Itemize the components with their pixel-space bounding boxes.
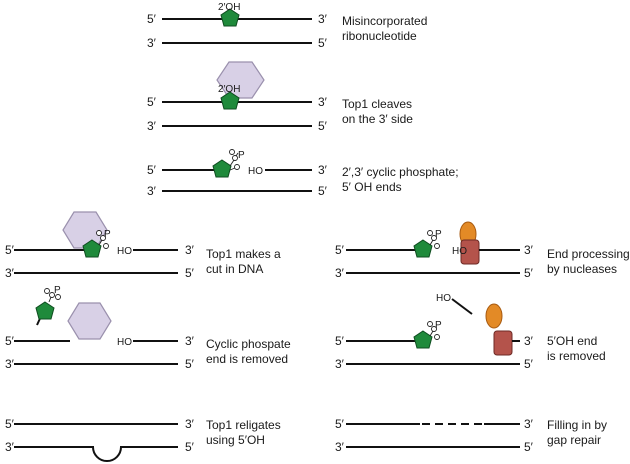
step-3-top-3-end: 3′: [318, 163, 328, 177]
step-6-label-line-2: using 5′OH: [206, 433, 265, 447]
step-4-label-line-1: Top1 makes a: [206, 247, 281, 261]
step-7-panel: 5′ P HO 3′ 3′ 5′ End processing by nucle…: [335, 221, 630, 280]
step-9-label-line-2: gap repair: [547, 433, 601, 447]
step-2-bottom-5-end: 5′: [318, 119, 328, 133]
step-5-label-line-1: Cyclic phospate: [206, 337, 291, 351]
step-8-top-3-end: 3′: [524, 334, 534, 348]
cyclic-phosphate-icon: P: [229, 149, 245, 171]
step-2-2oh-label: 2′OH: [218, 84, 240, 95]
ribonucleotide-pentagon: [220, 91, 240, 110]
ribonucleotide-pentagon: [35, 301, 55, 320]
cyclic-p-label: P: [238, 150, 245, 161]
nuclease-barrel: [460, 239, 480, 265]
step-9-top-5-end: 5′: [335, 417, 345, 431]
step-5-bottom-3-end: 3′: [5, 357, 15, 371]
step-1-top-5-end: 5′: [147, 12, 157, 26]
step-3-bottom-5-end: 5′: [318, 184, 328, 198]
step-4-top-5-end: 5′: [5, 243, 15, 257]
step-9-bottom-5-end: 5′: [524, 440, 534, 454]
step-6-bottom-5-end: 5′: [185, 440, 195, 454]
step-3-panel: 5′ P HO 3′ 3′ 5′ 2′,3′ cyclic phosphate;…: [147, 149, 459, 198]
step-6-bottom-strand-with-loop: [14, 446, 178, 462]
step-9-top-3-end: 3′: [524, 417, 534, 431]
step-1-top-3-end: 3′: [318, 12, 328, 26]
top1-hexagon: [216, 61, 265, 99]
step-8-panel: HO 5′ P 3′ 3′ 5′ 5′OH end is removed: [335, 293, 606, 371]
step-7-top-3-end: 3′: [524, 243, 534, 257]
step-9-panel: 5′ 3′ 3′ 5′ Filling in by gap repair: [335, 417, 607, 454]
step-1-bottom-5-end: 5′: [318, 36, 328, 50]
step-6-top-5-end: 5′: [5, 417, 15, 431]
ribonucleotide-pentagon: [413, 239, 433, 258]
step-9-bottom-3-end: 3′: [335, 440, 345, 454]
step-3-label-line-1: 2′,3′ cyclic phosphate;: [342, 165, 459, 179]
released-5oh-strand: [451, 298, 473, 315]
step-4-bottom-5-end: 5′: [185, 266, 195, 280]
step-5-label-line-2: end is removed: [206, 352, 288, 366]
step-6-top-3-end: 3′: [185, 417, 195, 431]
cyclic-p-label: P: [435, 229, 442, 240]
step-7-bottom-3-end: 3′: [335, 266, 345, 280]
step-8-ho-label: HO: [436, 293, 451, 304]
step-5-bottom-5-end: 5′: [185, 357, 195, 371]
step-6-bottom-3-end: 3′: [5, 440, 15, 454]
step-2-top-5-end: 5′: [147, 95, 157, 109]
cyclic-p-label: P: [435, 320, 442, 331]
step-3-label-line-2: 5′ OH ends: [342, 180, 402, 194]
step-5-ho-label: HO: [117, 337, 132, 348]
step-3-bottom-3-end: 3′: [147, 184, 157, 198]
step-1-2oh-label: 2′OH: [218, 2, 240, 13]
cyclic-phosphate-icon: P: [427, 229, 442, 249]
step-4-bottom-3-end: 3′: [5, 266, 15, 280]
step-7-bottom-5-end: 5′: [524, 266, 534, 280]
step-3-ho-label: HO: [248, 166, 263, 177]
released-ribonucleotide: P: [35, 285, 61, 326]
step-2-panel: 5′ 3′ 2′OH 3′ 5′ Top1 cleaves on the 3′ …: [147, 61, 413, 133]
step-8-label-line-2: is removed: [547, 349, 606, 363]
step-4-top-3-end: 3′: [185, 243, 195, 257]
step-8-top-5-end: 5′: [335, 334, 345, 348]
step-2-label-line-1: Top1 cleaves: [342, 97, 412, 111]
step-5-panel: P 5′ HO 3′ 3′ 5′ Cyclic phospate end is …: [5, 285, 291, 371]
top1-hexagon: [67, 302, 112, 340]
step-1-label-line-2: ribonucleotide: [342, 29, 417, 43]
step-5-top-5-end: 5′: [5, 334, 15, 348]
step-8-label-line-1: 5′OH end: [547, 334, 597, 348]
cyclic-p-label: P: [104, 229, 111, 240]
step-2-label-line-2: on the 3′ side: [342, 112, 413, 126]
step-5-top-3-end: 3′: [185, 334, 195, 348]
step-4-panel: 5′ P HO 3′ 3′ 5′ Top1 makes a cut in DNA: [5, 211, 281, 280]
step-2-bottom-3-end: 3′: [147, 119, 157, 133]
nuclease-barrel: [493, 330, 513, 356]
step-2-top-3-end: 3′: [318, 95, 328, 109]
step-1-panel: 5′ 3′ 2′OH 3′ 5′ Misincorporated ribonuc…: [147, 2, 427, 50]
step-3-top-5-end: 5′: [147, 163, 157, 177]
step-4-label-line-2: cut in DNA: [206, 262, 263, 276]
step-9-label-line-1: Filling in by: [547, 418, 607, 432]
ribonucleotide-pentagon: [212, 159, 232, 178]
step-7-label-line-2: by nucleases: [547, 262, 617, 276]
ribonucleotide-pentagon: [220, 8, 240, 27]
step-1-bottom-3-end: 3′: [147, 36, 157, 50]
nuclease-oval: [485, 303, 503, 329]
ribonucleotide-pentagon: [413, 330, 433, 349]
step-4-ho-label: HO: [117, 246, 132, 257]
step-6-panel: 5′ 3′ 3′ 5′ Top1 religates using 5′OH: [5, 417, 281, 462]
cyclic-phosphate-icon: P: [44, 285, 61, 303]
step-7-top-5-end: 5′: [335, 243, 345, 257]
released-5oh-fragment: HO: [436, 293, 473, 315]
cyclic-phosphate-icon: P: [427, 320, 442, 340]
step-6-label-line-1: Top1 religates: [206, 418, 281, 432]
step-7-label-line-1: End processing: [547, 247, 630, 261]
cyclic-p-label: P: [54, 285, 61, 296]
cyclic-phosphate-icon: P: [96, 229, 111, 249]
step-7-ho-label: HO: [452, 246, 467, 257]
step-8-bottom-5-end: 5′: [524, 357, 534, 371]
step-8-bottom-3-end: 3′: [335, 357, 345, 371]
step-1-label-line-1: Misincorporated: [342, 14, 427, 28]
